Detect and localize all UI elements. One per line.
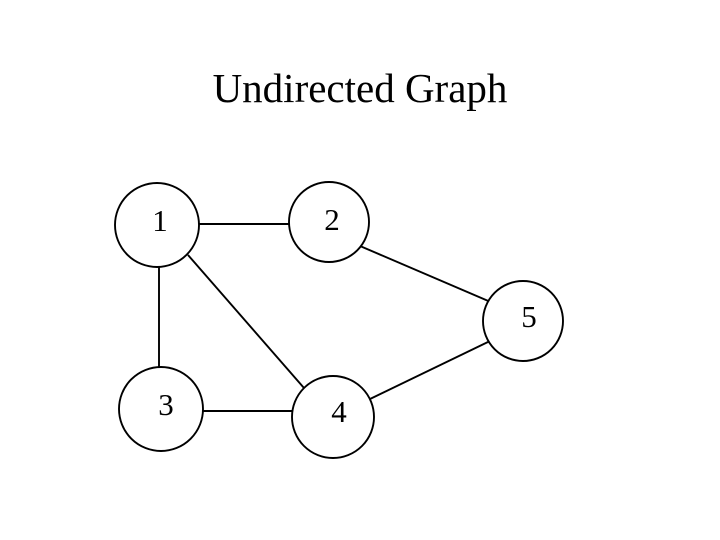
graph-nodes-group: 1 2 3 4 5 bbox=[114, 181, 564, 459]
graph-node-3-circle[interactable] bbox=[118, 366, 204, 452]
graph-node-3[interactable]: 3 bbox=[118, 366, 204, 452]
graph-node-1-circle[interactable] bbox=[114, 182, 200, 268]
graph-edges-group bbox=[158, 223, 494, 412]
graph-node-1[interactable]: 1 bbox=[114, 182, 200, 268]
graph-node-1-label: 1 bbox=[152, 203, 168, 238]
graph-node-4-circle[interactable] bbox=[291, 375, 375, 459]
page-title: Undirected Graph bbox=[212, 65, 508, 111]
graph-node-2-label: 2 bbox=[324, 202, 340, 237]
graph-node-3-label: 3 bbox=[158, 387, 174, 422]
graph-edge-2-5 bbox=[359, 245, 494, 304]
graph-node-4-label: 4 bbox=[331, 394, 347, 429]
graph-node-4[interactable]: 4 bbox=[291, 375, 375, 459]
graph-node-5[interactable]: 5 bbox=[482, 280, 564, 362]
graph-edge-4-5 bbox=[369, 340, 491, 400]
graph-node-5-label: 5 bbox=[521, 299, 537, 334]
graph-edge-1-4 bbox=[187, 254, 305, 389]
graph-node-2[interactable]: 2 bbox=[288, 181, 370, 263]
graph-node-2-circle[interactable] bbox=[288, 181, 370, 263]
graph-node-5-circle[interactable] bbox=[482, 280, 564, 362]
